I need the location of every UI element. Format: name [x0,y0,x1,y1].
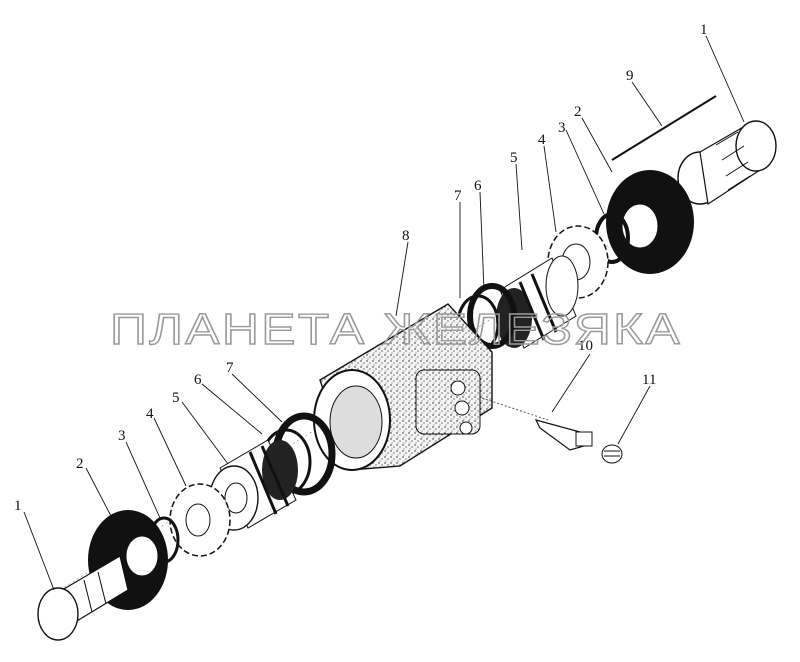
part-11-cap [601,444,623,464]
callout-2-right: 2 [574,104,582,120]
callout-2-left: 2 [76,456,84,472]
part-1-left-shaft [37,555,129,641]
part-9-rod [611,95,717,161]
callout-5-left: 5 [172,390,180,406]
leader-lines [23,35,745,591]
part-10-valve [481,397,593,451]
part-8-housing [313,303,493,471]
callout-7-right: 7 [454,188,462,204]
callout-1-left: 1 [14,498,22,514]
callout-11: 11 [642,372,656,388]
callout-8: 8 [402,228,410,244]
callout-1-right: 1 [700,22,708,38]
callout-3-right: 3 [558,120,566,136]
part-1-right-shaft [677,120,777,206]
callout-4-left: 4 [146,406,154,422]
callout-3-left: 3 [118,428,126,444]
callout-6-right: 6 [474,178,482,194]
callout-6-left: 6 [194,372,202,388]
watermark-text: ПЛАНЕТА ЖЕЛЕЗЯКА [110,305,682,354]
callout-4-right: 4 [538,132,546,148]
callout-9: 9 [626,68,634,84]
part-5-left-sleeve [209,439,298,531]
callout-10: 10 [578,338,593,354]
callout-5-right: 5 [510,150,518,166]
callout-7-left: 7 [226,360,234,376]
